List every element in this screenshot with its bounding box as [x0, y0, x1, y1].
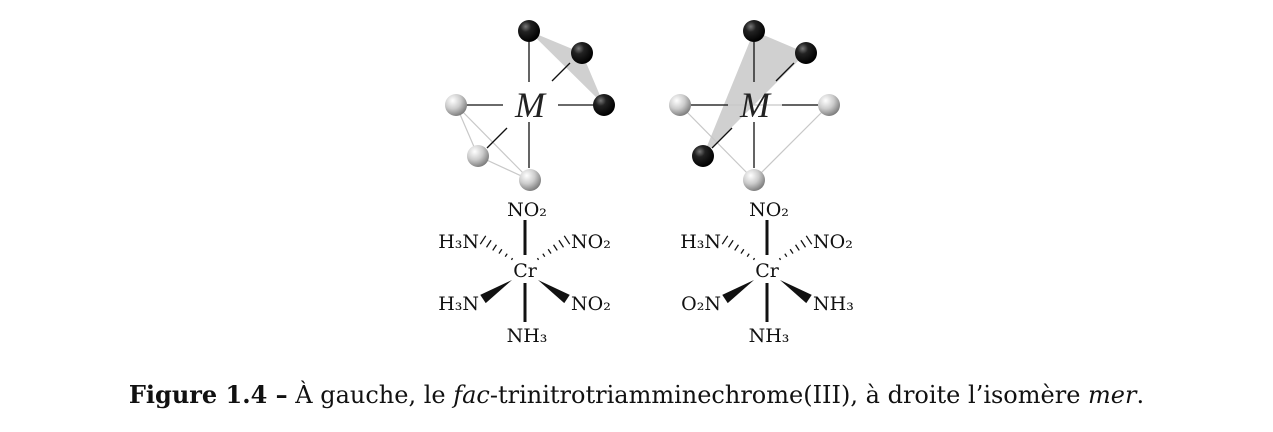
mer-structural-formula: Cr NO₂ NH₃ H₃N NO₂ O₂N NH₃ [680, 199, 854, 347]
hashed-wedge-bond [721, 235, 729, 245]
hashed-wedge-bond [727, 239, 734, 248]
light-ball [818, 94, 840, 116]
ligand-top: NO₂ [507, 199, 547, 221]
metal-label: M [514, 85, 547, 125]
mer-octahedron: M [669, 20, 840, 191]
dark-ball [571, 42, 593, 64]
caption-label: Figure 1.4 – [128, 380, 288, 409]
ligand-bottom: NH₃ [507, 325, 548, 347]
hashed-wedge-bond [536, 257, 540, 261]
hashed-wedge-bond [510, 257, 514, 261]
ligand-top: NO₂ [749, 199, 789, 221]
solid-wedge-bond [780, 280, 812, 304]
hashed-wedge-bond [492, 244, 498, 251]
hashed-wedge-bond [734, 244, 740, 251]
fac-octahedron: M [445, 20, 615, 191]
center-atom-label: Cr [755, 260, 780, 282]
hashed-wedge-bond [485, 239, 492, 248]
ligand-bottom: NH₃ [749, 325, 790, 347]
caption-text: . [1136, 381, 1145, 409]
light-ball [743, 169, 765, 191]
dark-ball [593, 94, 615, 116]
hashed-wedge-bond [552, 244, 558, 251]
light-ball [669, 94, 691, 116]
hashed-wedge-bond [800, 239, 807, 248]
center-atom-label: Cr [513, 260, 538, 282]
ligand-lower-left: O₂N [681, 293, 721, 315]
hashed-wedge-bond [542, 253, 546, 258]
ligand-lower-right: NH₃ [813, 293, 854, 315]
metal-label: M [739, 85, 772, 125]
mer-face [703, 31, 806, 156]
light-ball [467, 145, 489, 167]
light-ball [445, 94, 467, 116]
ligand-upper-left: H₃N [680, 231, 721, 253]
hashed-wedge-bond [805, 235, 813, 245]
hashed-wedge-bond [740, 248, 745, 254]
hashed-wedge-bond [746, 253, 750, 258]
dark-ball [692, 145, 714, 167]
hashed-wedge-bond [752, 257, 756, 261]
caption-mer: mer [1088, 381, 1137, 409]
hashed-wedge-bond [778, 257, 782, 261]
hashed-wedge-bond [784, 253, 788, 258]
dark-ball [795, 42, 817, 64]
solid-wedge-bond [480, 280, 512, 304]
dark-ball [743, 20, 765, 42]
hashed-wedge-bond [789, 248, 794, 254]
hashed-wedge-bond [563, 235, 571, 245]
ligand-upper-right: NO₂ [571, 231, 611, 253]
solid-wedge-bond [538, 280, 570, 304]
hashed-wedge-bond [794, 244, 800, 251]
caption-fac: fac [453, 381, 490, 409]
dark-ball [518, 20, 540, 42]
caption-text: -trinitrotriamminechrome(III), à droite … [489, 381, 1089, 409]
ligand-lower-right: NO₂ [571, 293, 611, 315]
light-ball [519, 169, 541, 191]
caption-text: À gauche, le [287, 381, 454, 409]
hashed-wedge-bond [479, 235, 487, 245]
hashed-wedge-bond [558, 239, 565, 248]
ligand-upper-right: NO₂ [813, 231, 853, 253]
solid-wedge-bond [722, 280, 754, 304]
figure-caption: Figure 1.4 – À gauche, le fac-trinitrotr… [0, 380, 1273, 409]
hashed-wedge-bond [504, 253, 508, 258]
ligand-upper-left: H₃N [438, 231, 479, 253]
mer-bonds [691, 42, 818, 168]
hashed-wedge-bond [498, 248, 503, 254]
fac-face [529, 31, 604, 105]
hashed-wedge-bond [547, 248, 552, 254]
ligand-lower-left: H₃N [438, 293, 479, 315]
fac-bonds [466, 42, 594, 168]
